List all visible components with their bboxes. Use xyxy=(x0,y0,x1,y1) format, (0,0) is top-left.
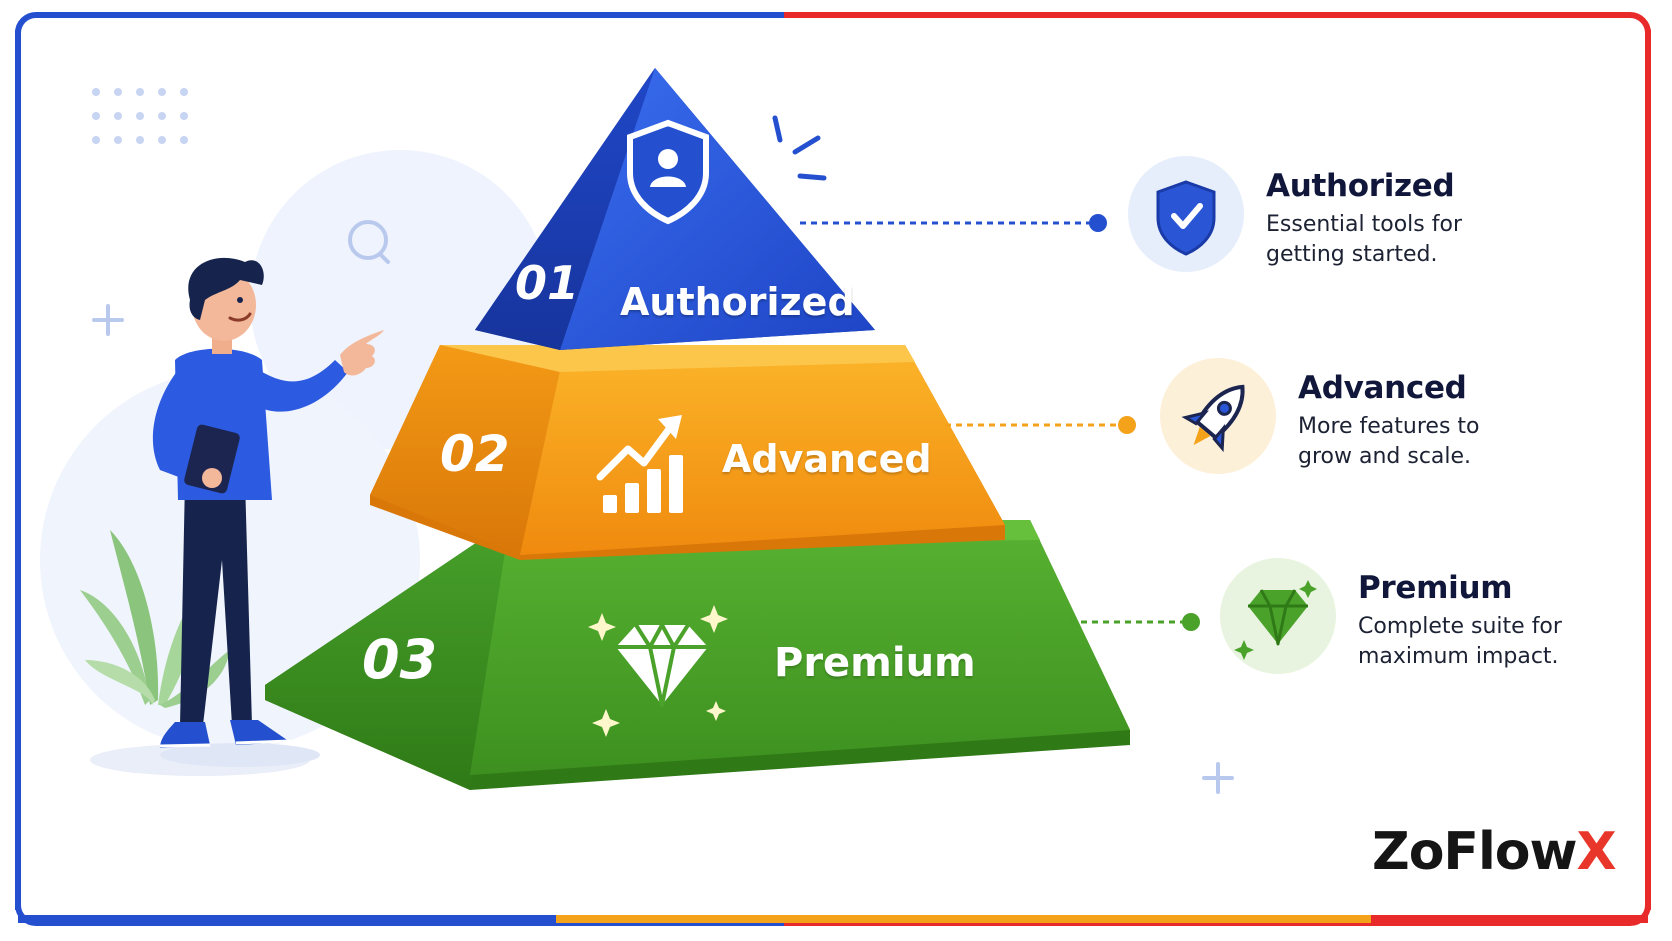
detail-line: More features to xyxy=(1298,414,1480,439)
detail-line: maximum impact. xyxy=(1358,644,1559,669)
brand-accent: X xyxy=(1576,822,1617,882)
brand-logo: ZoFlowX xyxy=(1372,822,1617,882)
detail-title-authorized: Authorized xyxy=(1266,168,1455,204)
growth-chart-icon xyxy=(596,415,683,513)
person-illustration xyxy=(152,257,384,767)
connector-lines xyxy=(800,214,1200,631)
tier-number-01: 01 xyxy=(515,256,580,310)
pyramid-tier-advanced xyxy=(370,345,1005,560)
brand-name: ZoFlow xyxy=(1372,822,1578,882)
shield-check-icon xyxy=(1128,156,1244,272)
shield-user-icon xyxy=(627,119,709,225)
detail-title-advanced: Advanced xyxy=(1298,370,1467,406)
tier-label-premium: Premium xyxy=(774,640,976,686)
detail-line: getting started. xyxy=(1266,242,1438,267)
detail-line: grow and scale. xyxy=(1298,444,1472,469)
highlight-marks xyxy=(772,115,827,181)
tier-label-advanced: Advanced xyxy=(722,437,932,481)
rocket-icon xyxy=(1160,358,1276,474)
diamond-icon xyxy=(1220,558,1336,674)
diamond-icon xyxy=(588,605,728,737)
tier-label-authorized: Authorized xyxy=(620,280,855,324)
detail-description-premium: Complete suite for maximum impact. xyxy=(1358,612,1658,672)
tier-number-02: 02 xyxy=(440,425,510,483)
detail-description-authorized: Essential tools for getting started. xyxy=(1266,210,1566,270)
dot-grid-decoration xyxy=(92,88,188,144)
tier-number-03: 03 xyxy=(362,628,438,691)
detail-title-premium: Premium xyxy=(1358,570,1513,606)
plus-decoration xyxy=(92,304,1234,794)
detail-line: Complete suite for xyxy=(1358,614,1562,639)
detail-line: Essential tools for xyxy=(1266,212,1462,237)
detail-description-advanced: More features to grow and scale. xyxy=(1298,412,1598,472)
search-ring-decoration xyxy=(348,220,388,260)
